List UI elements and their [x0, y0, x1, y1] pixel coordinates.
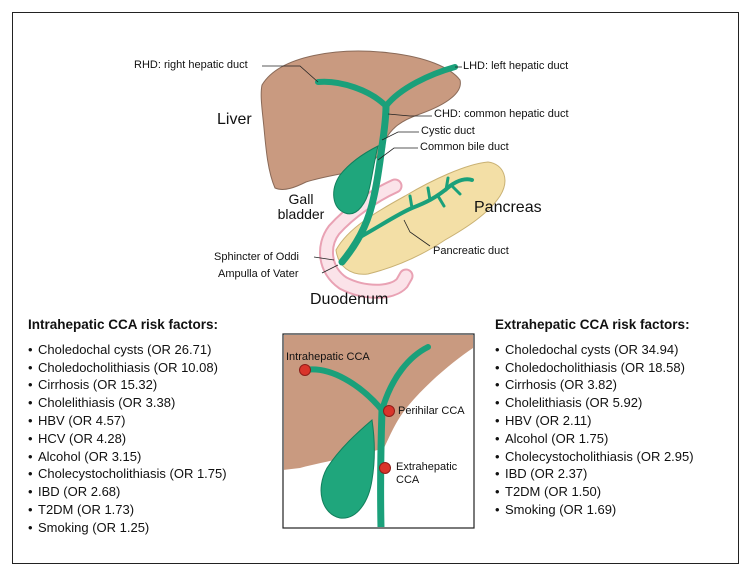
- duct-network: [315, 64, 474, 266]
- list-item: HBV (OR 4.57): [28, 412, 227, 430]
- duodenum-label: Duodenum: [310, 291, 389, 308]
- list-item: Smoking (OR 1.69): [495, 501, 694, 519]
- extrahepatic-title: Extrahepatic CCA risk factors:: [495, 317, 690, 332]
- lhd-label: LHD: left hepatic duct: [463, 60, 569, 72]
- list-item: Choledocholithiasis (OR 10.08): [28, 359, 227, 377]
- cca-location-inset: [282, 333, 475, 529]
- extrahepatic-panel: Extrahepatic CCA risk factors: Choledoch…: [495, 316, 694, 519]
- inset-extrahepatic-line1: Extrahepatic: [396, 461, 458, 473]
- gallbladder-shape: [333, 145, 379, 215]
- list-item: Cholecystocholithiasis (OR 2.95): [495, 448, 694, 466]
- liver-label: Liver: [217, 111, 252, 128]
- gallbladder-label-line1: Gall: [288, 191, 314, 207]
- list-item: Choledochal cysts (OR 34.94): [495, 341, 694, 359]
- rhd-label: RHD: right hepatic duct: [134, 59, 248, 71]
- extrahepatic-list: Choledochal cysts (OR 34.94) Choledochol…: [495, 341, 694, 519]
- gallbladder-label-line2: bladder: [277, 206, 325, 222]
- sphincter-label: Sphincter of Oddi: [214, 251, 299, 263]
- list-item: Cirrhosis (OR 15.32): [28, 376, 227, 394]
- cystic-duct-label: Cystic duct: [421, 125, 475, 137]
- callout-lines: [262, 65, 462, 274]
- list-item: Cholecystocholithiasis (OR 1.75): [28, 465, 227, 483]
- list-item: HBV (OR 2.11): [495, 412, 694, 430]
- ampulla-label: Ampulla of Vater: [218, 268, 299, 280]
- intrahepatic-title: Intrahepatic CCA risk factors:: [28, 317, 219, 332]
- figure-frame: [12, 12, 739, 564]
- list-item: Cholelithiasis (OR 3.38): [28, 394, 227, 412]
- common-bile-duct-label: Common bile duct: [420, 141, 509, 153]
- list-item: HCV (OR 4.28): [28, 430, 227, 448]
- chd-label: CHD: common hepatic duct: [434, 108, 569, 120]
- list-item: T2DM (OR 1.73): [28, 501, 227, 519]
- gallbladder-label: Gall bladder: [272, 192, 330, 222]
- list-item: Choledochal cysts (OR 26.71): [28, 341, 227, 359]
- pancreatic-duct-label: Pancreatic duct: [433, 245, 509, 257]
- list-item: IBD (OR 2.37): [495, 465, 694, 483]
- inset-perihilar-label: Perihilar CCA: [398, 405, 465, 417]
- list-item: Alcohol (OR 1.75): [495, 430, 694, 448]
- inset-intrahepatic-label: Intrahepatic CCA: [286, 351, 370, 363]
- list-item: IBD (OR 2.68): [28, 483, 227, 501]
- list-item: Cholelithiasis (OR 5.92): [495, 394, 694, 412]
- pancreas-label: Pancreas: [474, 199, 542, 216]
- inset-extrahepatic-label: Extrahepatic CCA: [396, 461, 457, 487]
- intrahepatic-marker: [299, 364, 311, 376]
- list-item: T2DM (OR 1.50): [495, 483, 694, 501]
- list-item: Smoking (OR 1.25): [28, 519, 227, 537]
- intrahepatic-list: Choledochal cysts (OR 26.71) Choledochol…: [28, 341, 227, 537]
- inset-extrahepatic-line2: CCA: [396, 474, 420, 486]
- list-item: Cirrhosis (OR 3.82): [495, 376, 694, 394]
- list-item: Choledocholithiasis (OR 18.58): [495, 359, 694, 377]
- perihilar-marker: [383, 405, 395, 417]
- list-item: Alcohol (OR 3.15): [28, 448, 227, 466]
- intrahepatic-panel: Intrahepatic CCA risk factors: Choledoch…: [28, 316, 227, 537]
- extrahepatic-marker: [379, 462, 391, 474]
- pancreas-shape: [335, 161, 506, 275]
